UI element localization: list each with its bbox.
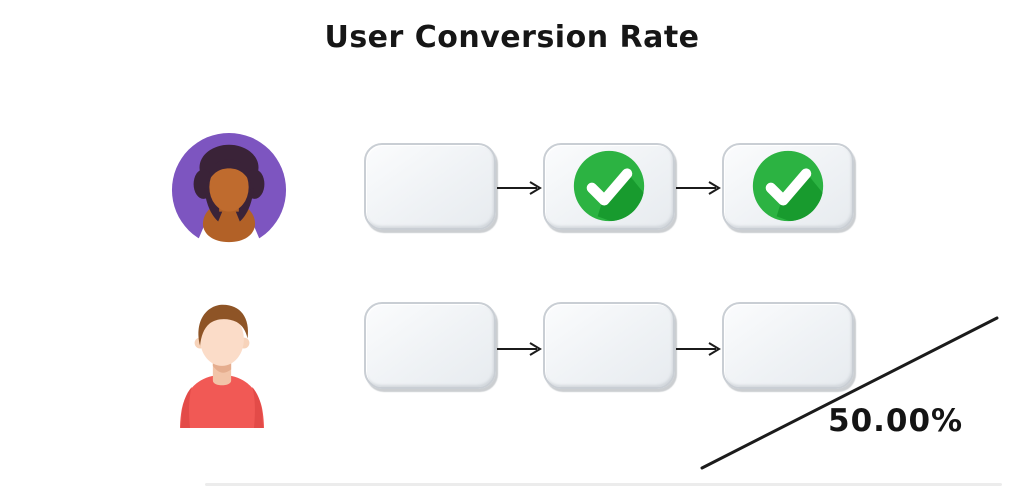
woman-avatar-icon [170, 131, 288, 249]
bottom-divider [205, 483, 1002, 486]
green-checkmark-icon [571, 148, 647, 224]
step-box-row2-1 [364, 302, 496, 389]
man-avatar-icon [176, 291, 268, 428]
green-checkmark-icon [750, 148, 826, 224]
step-box-row2-2 [543, 302, 675, 389]
step-box-row1-1 [364, 143, 496, 230]
page-title: User Conversion Rate [324, 20, 700, 55]
conversion-rate-value: 50.00% [828, 403, 964, 439]
step-box-row1-3 [722, 143, 854, 230]
step-box-row2-3 [722, 302, 854, 389]
step-box-row1-2 [543, 143, 675, 230]
